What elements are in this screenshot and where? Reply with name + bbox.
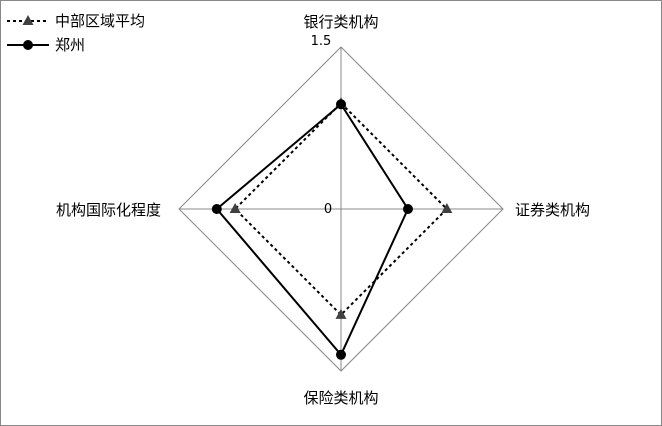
axis-label: 银行类机构 xyxy=(303,13,378,31)
axis-label: 保险类机构 xyxy=(303,389,378,407)
series-point xyxy=(229,203,241,213)
tick-label-min: 0 xyxy=(324,202,332,217)
legend-marker xyxy=(23,40,33,50)
series-point xyxy=(335,308,347,319)
series-point xyxy=(336,349,346,360)
legend-label: 郑州 xyxy=(55,36,85,54)
series-point xyxy=(211,204,222,214)
legend-label: 中部区域平均 xyxy=(55,12,145,30)
axis-label: 机构国际化程度 xyxy=(56,201,161,219)
series-point xyxy=(441,203,453,213)
tick-label-max: 1.5 xyxy=(311,34,332,49)
legend-marker xyxy=(22,15,34,25)
series-line xyxy=(233,101,449,317)
series-point xyxy=(336,99,346,110)
series-point xyxy=(402,204,413,214)
axis-label: 证券类机构 xyxy=(515,201,590,219)
